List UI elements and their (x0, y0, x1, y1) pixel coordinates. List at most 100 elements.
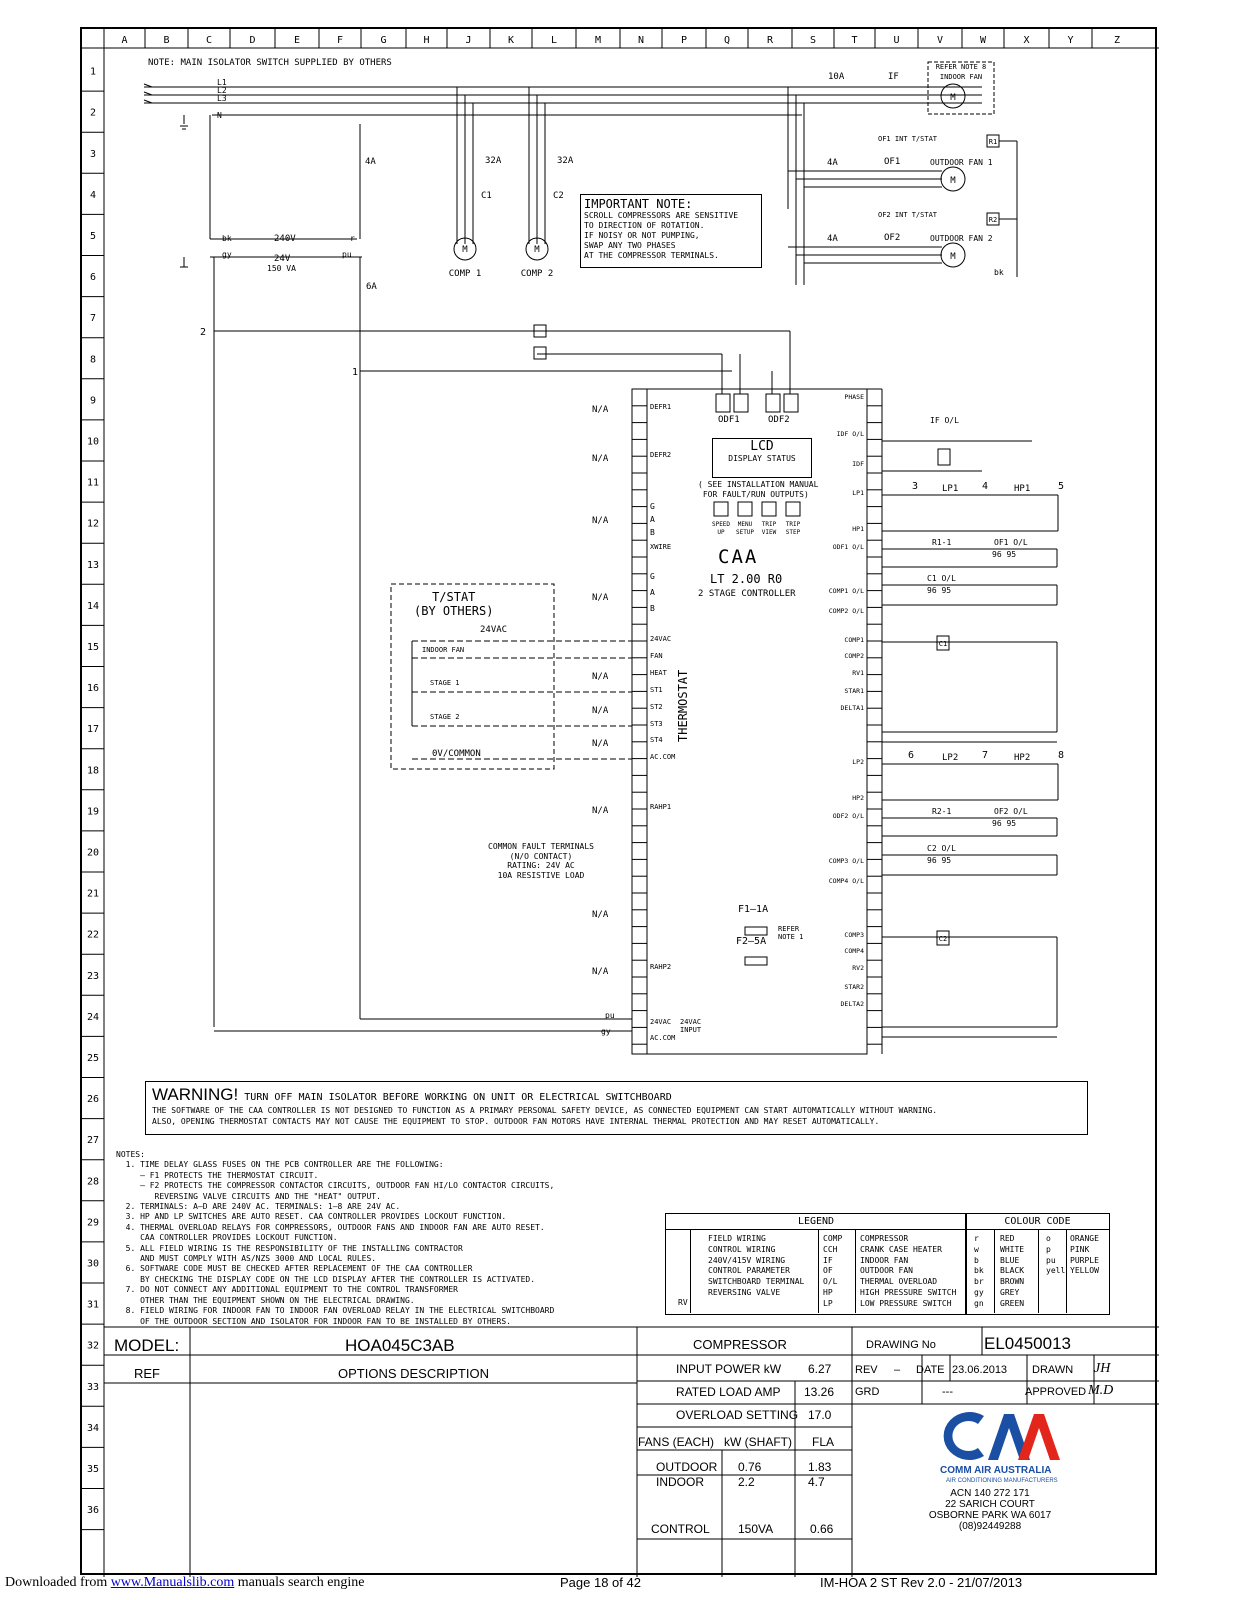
company-name: COMM AIR AUSTRALIA (940, 1465, 1052, 1476)
address-line: 22 SARICH COURT (945, 1499, 1035, 1510)
control-fla: 0.66 (810, 1522, 834, 1536)
column-label: D (249, 35, 255, 46)
options-label: OPTIONS DESCRIPTION (338, 1366, 489, 1381)
na-label: N/A (592, 516, 609, 526)
colour-code-title: COLOUR CODE (966, 1214, 1109, 1230)
note-line: 2. TERMINALS: A–D ARE 240V AC. TERMINALS… (116, 1202, 401, 1212)
column-label: M (595, 35, 601, 46)
company-sub: AIR CONDITIONING MANUFACTURERS (946, 1478, 1058, 1484)
compressor-label: COMPRESSOR (693, 1337, 787, 1352)
colour-name: PURPLE (1070, 1255, 1099, 1265)
wire-label: 96 95 (992, 819, 1016, 828)
odf-relay (783, 393, 799, 413)
colour-name: BROWN (1000, 1277, 1025, 1287)
wire-label: 24V (274, 254, 291, 264)
manualslib-link[interactable]: www.Manualslib.com (110, 1575, 235, 1590)
note-line: BY CHECKING THE DISPLAY CODE ON THE LCD … (116, 1274, 536, 1284)
wire-label: 5 (1058, 481, 1064, 492)
button-label: UP (717, 529, 725, 536)
fuse-f2: F2–5A (736, 936, 767, 947)
column-label: G (380, 35, 386, 46)
row-label: 33 (87, 1382, 99, 1393)
footer-page: Page 18 of 42 (560, 1575, 641, 1590)
controller-name: CAA (718, 546, 759, 568)
legend-desc-item: THERMAL OVERLOAD (860, 1277, 938, 1287)
colour-code: yell (1046, 1266, 1066, 1276)
note-line: 3. HP AND LP SWITCHES ARE AUTO RESET. CA… (116, 1212, 507, 1222)
compressor-motor (453, 237, 477, 261)
wire-label: 96 95 (927, 586, 951, 595)
right-terminal-label: ODF2 O/L (833, 812, 864, 820)
button-label: VIEW (762, 529, 777, 536)
legend-abbr-item: HP (823, 1287, 833, 1297)
row-label: 14 (87, 601, 99, 612)
address-line: OSBORNE PARK WA 6017 (928, 1510, 1052, 1521)
column-label: F (337, 35, 343, 46)
wire-label: 96 95 (927, 856, 951, 865)
right-terminal-label: LP1 (852, 489, 864, 497)
refer-note1: REFER NOTE 1 (778, 925, 804, 941)
wire-label: 4A (365, 157, 376, 167)
outdoor-fan-motor (940, 242, 966, 268)
wire-label: HP1 (1014, 484, 1030, 494)
if-coil (937, 448, 951, 466)
approved-value: M.D (1088, 1383, 1114, 1398)
date-value: 23.06.2013 (952, 1364, 1008, 1376)
right-terminal-label: IDF (852, 460, 864, 468)
wire-label: OF1 INT T/STAT (878, 135, 938, 143)
colour-name: BLUE (1000, 1255, 1020, 1265)
row-label: 19 (87, 806, 99, 817)
odf2-label: ODF2 (768, 415, 790, 425)
row-label: 7 (90, 313, 96, 324)
wire-label: pu (605, 1011, 615, 1020)
contactor-label: C1 (939, 640, 947, 648)
wire-label: 240V (274, 234, 296, 244)
column-label: W (980, 35, 987, 46)
note-line: 8. FIELD WIRING FOR INDOOR FAN TO INDOOR… (116, 1306, 555, 1316)
tstat-stage2: STAGE 2 (430, 713, 460, 721)
footer-downloaded: Downloaded from (5, 1575, 111, 1590)
colour-code: w (974, 1244, 979, 1254)
drawn-label: DRAWN (1032, 1364, 1074, 1376)
column-label: V (937, 35, 943, 46)
left-terminal-label: DEFR1 (650, 403, 671, 411)
legend-wire-item: 240V/415V WIRING (708, 1255, 786, 1265)
left-terminal-label: RAHP2 (650, 963, 671, 971)
tstat-common: 0V/COMMON (432, 749, 481, 759)
colour-name: GREEN (1000, 1298, 1025, 1308)
colour-name: WHITE (1000, 1244, 1025, 1254)
left-terminal-label: AC.COM (650, 753, 675, 761)
button-label: STEP (786, 529, 801, 536)
wire-label: 4 (982, 481, 988, 492)
colour-name: PINK (1070, 1244, 1090, 1254)
compressor-label: COMP 1 (449, 269, 482, 279)
right-terminal-label: COMP3 (844, 931, 864, 939)
column-label: J (465, 35, 471, 46)
rev-value: – (894, 1364, 901, 1376)
left-terminal-label: ST3 (650, 720, 663, 728)
wire-label: 8 (1058, 750, 1064, 761)
colour-name: GREY (1000, 1287, 1020, 1297)
wire-label: 4A (827, 234, 838, 244)
overload-value: 17.0 (808, 1408, 832, 1422)
indoor-label: INDOOR (656, 1475, 704, 1489)
legend-abbr-item: LP (823, 1298, 833, 1308)
wire-label: bk (994, 268, 1004, 277)
approved-label: APPROVED (1025, 1386, 1087, 1398)
important-note-line: TO DIRECTION OF ROTATION. (584, 221, 705, 230)
column-label: Y (1067, 35, 1073, 46)
wire-label: 7 (982, 750, 988, 761)
lcd-sub: DISPLAY STATUS (728, 454, 796, 463)
right-terminal-label: RV2 (852, 964, 864, 972)
note-line: AND MUST COMPLY WITH AS/NZS 3000 AND LOC… (116, 1254, 377, 1264)
left-terminal-label: 24VAC (650, 635, 671, 643)
kw-shaft-label: kW (SHAFT) (724, 1435, 792, 1449)
tstat-box (390, 583, 555, 770)
note-line: – F2 PROTECTS THE COMPRESSOR CONTACTOR C… (116, 1181, 555, 1191)
of2-coil (533, 324, 547, 338)
right-terminal-label: COMP4 O/L (829, 877, 864, 885)
indoor-fan-label: INDOOR FAN (940, 73, 982, 81)
